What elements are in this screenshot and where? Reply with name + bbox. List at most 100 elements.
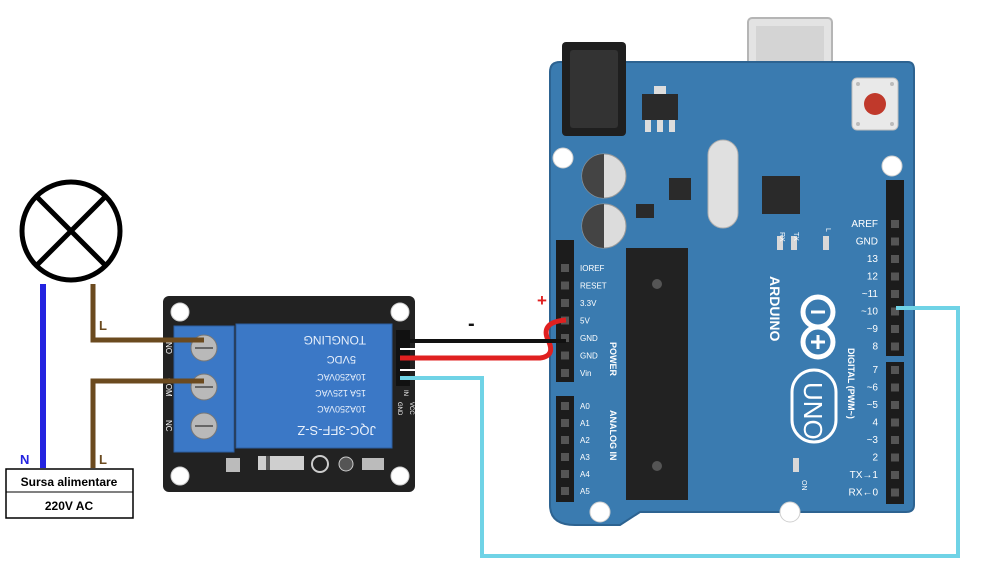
mount-hole xyxy=(552,147,574,169)
header-pin xyxy=(561,281,569,290)
header-pin xyxy=(561,487,569,495)
pin-label: 3.3V xyxy=(580,299,597,308)
pin-label: 5V xyxy=(580,317,590,326)
relay-coil: 5VDC xyxy=(327,353,356,365)
lamp-wire-label: L xyxy=(99,318,107,333)
header-pin xyxy=(891,366,899,374)
led-l-label: L xyxy=(824,228,831,232)
header-pin xyxy=(891,401,899,409)
header-pin xyxy=(891,342,899,351)
header-pin xyxy=(561,369,569,377)
neutral-label: N xyxy=(20,452,29,467)
pin-label: IOREF xyxy=(580,264,605,273)
usb-chip xyxy=(762,176,800,214)
uno-oval xyxy=(790,368,838,444)
diode xyxy=(258,456,304,470)
pin-label: GND xyxy=(580,352,598,361)
power-header-label: POWER xyxy=(608,342,618,377)
pin-label: Vin xyxy=(580,369,591,378)
pin-label: A5 xyxy=(580,487,590,496)
relay-rating2: 15A 125VAC xyxy=(315,388,366,398)
digital-header-label: DIGITAL (PWM~) xyxy=(846,348,856,419)
pin-label: 13 xyxy=(867,254,879,265)
arduino-model: UNO xyxy=(798,382,828,440)
digital-header-bottom xyxy=(886,362,904,504)
led-l xyxy=(823,236,829,250)
relay-print: JQC-3FF-S-Z 10A250VAC 15A 125VAC 10A250V… xyxy=(297,333,376,438)
mount-hole xyxy=(779,501,801,523)
led-rx xyxy=(777,236,783,250)
header-pin xyxy=(891,307,899,316)
led-on-label: ON xyxy=(800,480,807,491)
led-tx-label: TX xyxy=(792,232,799,241)
header-pin xyxy=(561,470,569,478)
arduino-brand: ARDUINO xyxy=(767,276,783,341)
terminal-nc-label: NC xyxy=(164,420,173,432)
relay-pin-gnd: GND xyxy=(396,402,402,416)
voltage-regulator xyxy=(642,94,678,120)
pin-label: A2 xyxy=(580,436,590,445)
arduino-logo-icon xyxy=(800,294,836,360)
header-pin xyxy=(561,299,569,307)
pin-label: GND xyxy=(856,237,878,248)
lamp-to-relay-wire xyxy=(90,284,204,343)
pin-label: 4 xyxy=(872,418,878,429)
header-pin xyxy=(891,453,899,462)
header-pin xyxy=(891,272,899,281)
header-pin xyxy=(561,453,569,461)
pin-label: GND xyxy=(580,334,598,343)
relay-pin-in: IN xyxy=(402,390,408,396)
power-supply: N L Sursa alimentare 220V AC xyxy=(5,452,134,519)
relay-rating1: 10A250VAC xyxy=(317,404,366,414)
power-supply-title: Sursa alimentare xyxy=(21,475,118,489)
relay-module: NO COM NC JQC-3FF-S-Z 10A250VAC 15A 125V… xyxy=(163,296,415,492)
line-label: L xyxy=(99,452,107,467)
pin-label: 2 xyxy=(872,453,878,464)
header-pin xyxy=(891,220,899,228)
led-tx xyxy=(791,236,797,250)
mount-hole xyxy=(589,501,611,523)
terminal-no-label: NO xyxy=(164,342,173,354)
header-pin xyxy=(891,237,899,246)
pin-label: 12 xyxy=(867,272,879,283)
pin-label: AREF xyxy=(851,219,878,230)
power-supply-voltage: 220V AC xyxy=(45,499,94,513)
header-pin xyxy=(891,383,899,392)
header-pin xyxy=(891,255,899,263)
power-supply-box xyxy=(5,468,134,519)
header-pin xyxy=(561,351,569,360)
pin-label: ~9 xyxy=(867,324,879,335)
digital-header-top xyxy=(886,180,904,356)
power-header xyxy=(556,240,574,382)
relay-cube xyxy=(235,323,393,449)
minus-marker: - xyxy=(468,313,475,335)
header-pin xyxy=(891,436,899,444)
mount-hole xyxy=(881,155,903,177)
atmega-chip xyxy=(626,248,688,500)
pin-label: A3 xyxy=(580,453,590,462)
header-pin xyxy=(891,290,899,298)
header-pin xyxy=(561,436,569,444)
signal-wire xyxy=(400,306,960,558)
pin-label: RESET xyxy=(580,282,607,291)
pin-label: ~11 xyxy=(862,289,879,300)
terminal-com-label: COM xyxy=(164,378,173,397)
crystal xyxy=(707,139,739,229)
header-pin xyxy=(561,264,569,272)
pin-label: TX→1 xyxy=(850,470,879,481)
pin-label: A0 xyxy=(580,402,590,411)
led-rx-label: RX xyxy=(778,232,785,242)
pin-label: 8 xyxy=(872,342,878,353)
analog-header-label: ANALOG IN xyxy=(608,410,618,461)
pin-label: A1 xyxy=(580,419,590,428)
led-on xyxy=(793,458,799,472)
plus-marker: + xyxy=(537,291,547,310)
header-pin xyxy=(561,402,569,410)
pin-label: RX←0 xyxy=(849,488,879,499)
pin-label: 7 xyxy=(872,365,878,376)
pin-label: ~10 xyxy=(861,307,878,318)
relay-model: JQC-3FF-S-Z xyxy=(297,423,376,438)
